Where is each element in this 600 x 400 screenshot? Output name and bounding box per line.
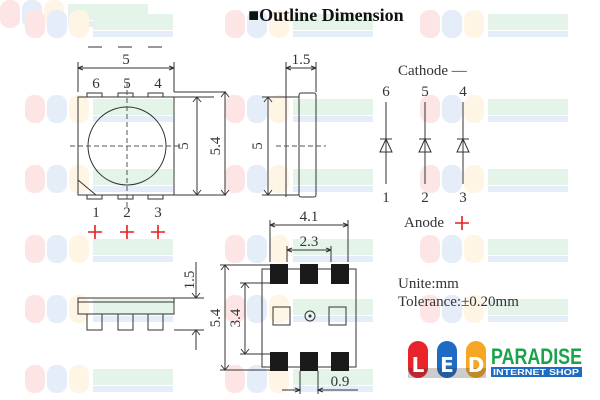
diode-icons <box>379 102 470 184</box>
pad-span-label: 4.1 <box>300 209 319 225</box>
tolerance-note: Tolerance:±0.20mm <box>398 294 519 310</box>
inner-height-label: 5 <box>176 142 192 150</box>
svg-text:INTERNET SHOP: INTERNET SHOP <box>493 368 580 377</box>
top-view: 5 6 5 4 5 5.4 1 2 3 <box>70 46 230 239</box>
pad-gap-label: 2.3 <box>300 234 319 250</box>
anode-label: Anode <box>404 215 444 231</box>
pin-label: 4 <box>459 84 467 100</box>
lower-side-view: 1.5 <box>77 262 204 350</box>
outer-height-label: 5.4 <box>208 308 224 327</box>
schematic: Cathode — 6 5 4 1 2 3 Anode <box>379 63 470 231</box>
width-label: 5 <box>122 52 130 68</box>
pin-label: 1 <box>92 205 100 221</box>
thickness-label: 1.5 <box>182 271 198 290</box>
height-label: 5 <box>250 142 266 150</box>
svg-text:L: L <box>412 353 425 377</box>
pads <box>270 264 349 371</box>
bottom-view: 4.1 2.3 5.4 3.4 0.9 <box>208 209 358 394</box>
pin-label: 2 <box>123 205 131 221</box>
pin-label: 6 <box>382 84 390 100</box>
outer-height-label: 5.4 <box>208 136 224 155</box>
pad-width-label: 0.9 <box>331 374 350 390</box>
svg-text:D: D <box>468 353 485 377</box>
pin-label: 1 <box>382 190 390 206</box>
watermark-logos <box>0 0 568 393</box>
plus-icon <box>455 216 469 230</box>
pin-label: 4 <box>154 76 162 92</box>
pin-label: 3 <box>459 190 467 206</box>
side-view: 1.5 5 <box>250 52 326 198</box>
pin-label: 5 <box>421 84 429 100</box>
thickness-label: 1.5 <box>292 52 311 68</box>
svg-text:PARADISE: PARADISE <box>491 344 582 369</box>
anode-plus-icons <box>88 225 165 239</box>
led-paradise-logo: L E D PARADISE INTERNET SHOP <box>408 341 582 378</box>
svg-text:E: E <box>440 353 454 377</box>
unit-note: Unite:mm <box>398 276 459 292</box>
title: ■Outline Dimension <box>248 5 403 25</box>
inner-height-label: 3.4 <box>228 308 244 327</box>
pin-label: 3 <box>154 205 162 221</box>
cathode-label: Cathode — <box>398 63 468 79</box>
pin-label: 6 <box>92 76 100 92</box>
pin-label: 2 <box>421 190 429 206</box>
